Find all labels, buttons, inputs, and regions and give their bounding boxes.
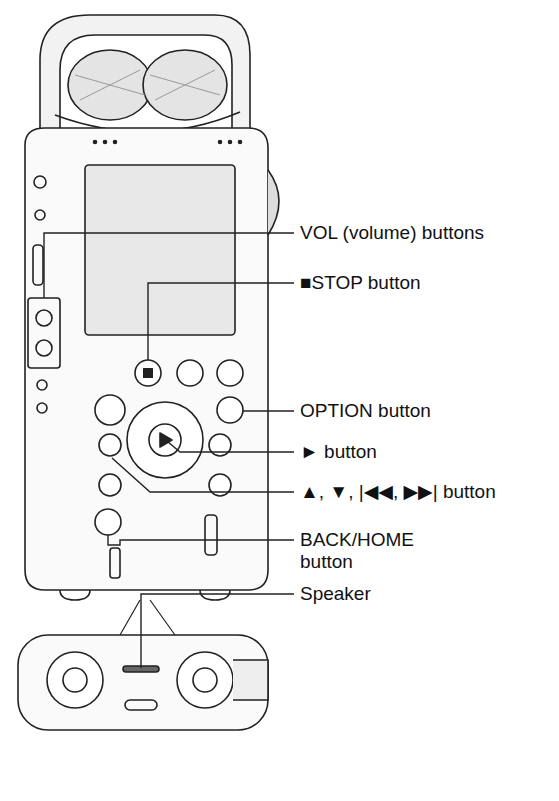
leader-lines — [44, 233, 294, 668]
part-label: ► button — [300, 441, 377, 463]
part-label: OPTION button — [300, 400, 431, 422]
part-label: BACK/HOME button — [300, 529, 450, 573]
part-label: ▲, ▼, |◀◀, ▶▶| button — [300, 481, 496, 503]
part-label: VOL (volume) buttons — [300, 222, 484, 244]
part-label: Speaker — [300, 583, 371, 605]
part-label: ■STOP button — [300, 272, 421, 294]
